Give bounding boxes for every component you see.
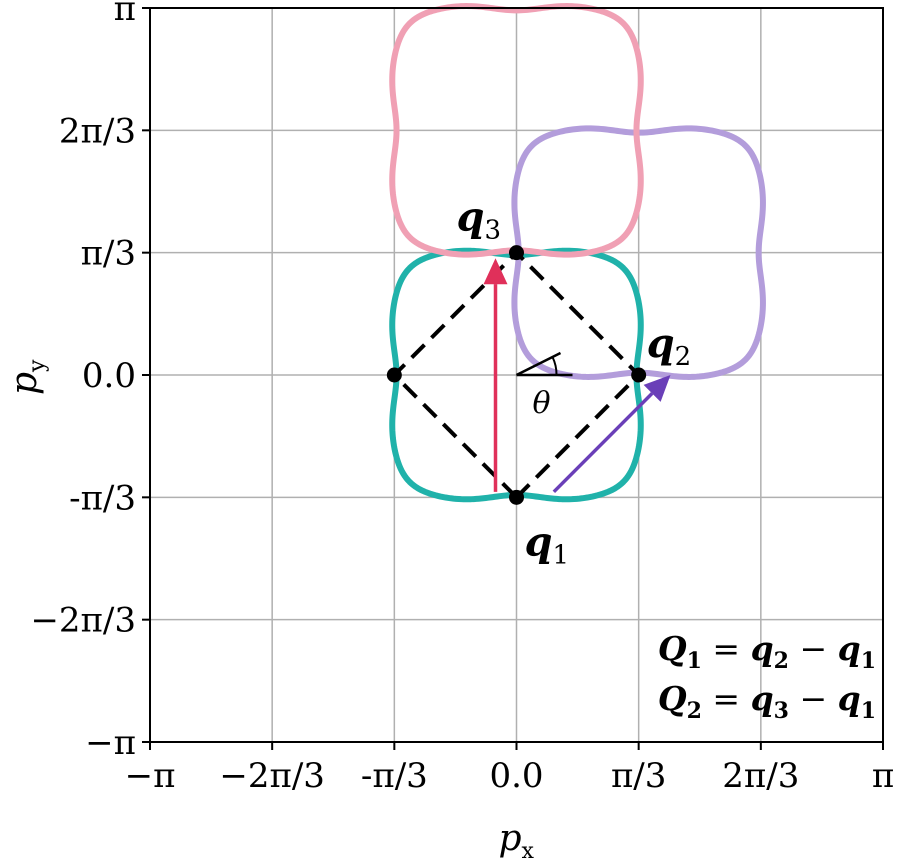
y-tick-label: π xyxy=(114,0,136,29)
angle-ray-tilted xyxy=(515,351,562,377)
annotation-equation-2: Q2 = q3 − q1 xyxy=(658,679,876,724)
y-axis-label: py xyxy=(4,359,50,395)
x-ticks: −π −2π/3 -π/3 0.0 π/3 2π/3 π xyxy=(125,742,894,796)
y-tick-label: 2π/3 xyxy=(59,111,136,151)
axis-labels: px py xyxy=(4,359,535,864)
Q1-arrow-head xyxy=(643,375,671,402)
angle-marker: θ xyxy=(515,351,573,421)
y-tick-label: -π/3 xyxy=(69,478,136,518)
point-q1 xyxy=(509,489,524,505)
y-tick-label: 0.0 xyxy=(82,356,136,396)
x-tick-label: 0.0 xyxy=(489,756,543,796)
point-label-q2: q2 xyxy=(647,320,692,372)
x-tick-label: −2π/3 xyxy=(219,756,325,796)
y-tick-label: −2π/3 xyxy=(30,601,136,641)
point-label-q3: q3 xyxy=(457,194,502,246)
point-q4 xyxy=(386,367,402,383)
Q2-arrow-head xyxy=(483,258,508,285)
x-tick-label: 2π/3 xyxy=(722,756,799,796)
point-q3 xyxy=(509,245,524,261)
points: q1 q2 q3 xyxy=(386,194,692,570)
Q1-arrow-shaft xyxy=(552,392,654,494)
x-axis-label: px xyxy=(499,818,535,864)
point-label-q1: q1 xyxy=(525,518,570,570)
arrows xyxy=(483,258,671,494)
y-tick-label: π/3 xyxy=(81,234,136,274)
y-tick-label: −π xyxy=(85,723,136,763)
point-q2 xyxy=(631,367,647,383)
x-tick-label: π xyxy=(872,756,894,796)
annotation-equation-1: Q1 = q2 − q1 xyxy=(658,629,876,674)
y-ticks: π 2π/3 π/3 0.0 -π/3 −2π/3 −π xyxy=(30,0,150,763)
x-tick-label: −π xyxy=(125,756,176,796)
theta-label: θ xyxy=(533,386,551,421)
angle-arc xyxy=(551,356,558,376)
x-tick-label: -π/3 xyxy=(361,756,428,796)
annotations: Q1 = q2 − q1 Q2 = q3 − q1 xyxy=(658,629,876,724)
x-tick-label: π/3 xyxy=(611,756,666,796)
